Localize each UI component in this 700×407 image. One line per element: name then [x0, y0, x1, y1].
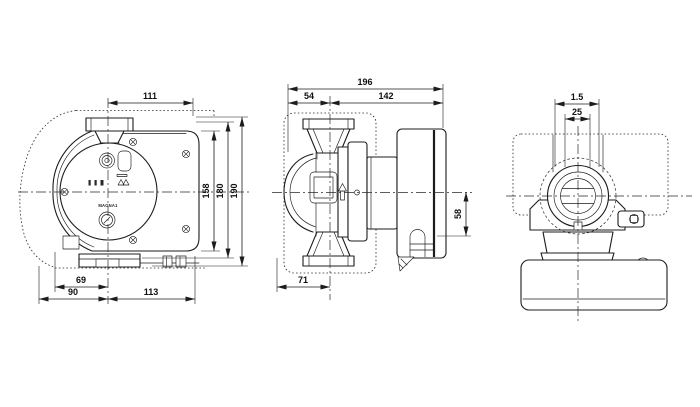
screw-icon — [129, 138, 137, 146]
dimension-port-thread: 1.5 — [554, 92, 600, 167]
dimension-right-depth: 113 — [108, 256, 196, 304]
dim-label: 111 — [143, 91, 157, 101]
cable-gland-icon — [409, 229, 434, 257]
screw-icon — [182, 150, 190, 158]
side-view: 196 54 142 58 71 — [272, 77, 472, 300]
stator-housing — [337, 141, 398, 242]
dimension-top-width: 111 — [108, 91, 194, 116]
dimension-front-to-axis: 54 — [288, 91, 330, 106]
dimension-axis-to-back: 142 — [330, 91, 443, 106]
front-view: MAGNA1 — [18, 91, 250, 304]
display-button — [117, 150, 132, 172]
dim-label: 25 — [572, 107, 582, 117]
dim-label: 113 — [144, 287, 159, 297]
screw-icon — [129, 236, 137, 244]
dimension-port-bore: 25 — [564, 107, 591, 167]
control-box-top — [520, 257, 668, 311]
flow-arrow-icon — [338, 183, 360, 201]
status-leds-icon — [88, 180, 104, 186]
dimension-body-height: 158 — [201, 130, 220, 252]
dimension-total-height: 190 — [152, 116, 248, 267]
dim-label: 58 — [453, 209, 463, 219]
sensor-boss — [617, 210, 645, 228]
control-panel: MAGNA1 — [59, 142, 158, 241]
dimension-axis-to-box-bottom: 58 — [437, 192, 471, 237]
dimension-total-length: 196 — [287, 77, 444, 152]
mode-symbols-icon — [116, 174, 130, 186]
dimension-mid-height: 180 — [142, 121, 234, 259]
dimension-left-depth: 90 — [38, 266, 108, 304]
dim-label: 180 — [215, 183, 225, 198]
dimension-front-depth: 71 — [276, 258, 330, 292]
dim-label: 1.5 — [571, 92, 584, 102]
insulation-shell-outline — [512, 133, 669, 216]
control-knob-icon — [99, 152, 115, 169]
dim-label: 54 — [304, 91, 314, 101]
screw-icon — [182, 225, 190, 233]
dim-label: 90 — [68, 287, 78, 297]
top-view: 1.5 25 — [506, 92, 692, 322]
dim-label: 196 — [357, 77, 372, 87]
dim-label: 190 — [229, 183, 239, 198]
dimension-foot-offset: 69 — [54, 252, 108, 292]
port-boss — [552, 134, 604, 173]
volute-outline — [19, 110, 215, 269]
volute — [283, 151, 338, 237]
control-box — [396, 128, 447, 272]
dim-label: 69 — [76, 275, 86, 285]
clamp-foot — [62, 235, 200, 268]
setting-knob-icon — [98, 211, 116, 229]
dim-label: 158 — [201, 183, 211, 198]
centerlines — [18, 98, 250, 304]
dim-label: 142 — [378, 91, 393, 101]
brand-logo: MAGNA1 — [98, 203, 118, 208]
mounting-bracket — [397, 256, 415, 272]
port-flange-bottom — [302, 231, 355, 267]
centerlines — [272, 96, 472, 300]
centerlines — [506, 126, 692, 322]
dim-label: 71 — [298, 275, 308, 285]
